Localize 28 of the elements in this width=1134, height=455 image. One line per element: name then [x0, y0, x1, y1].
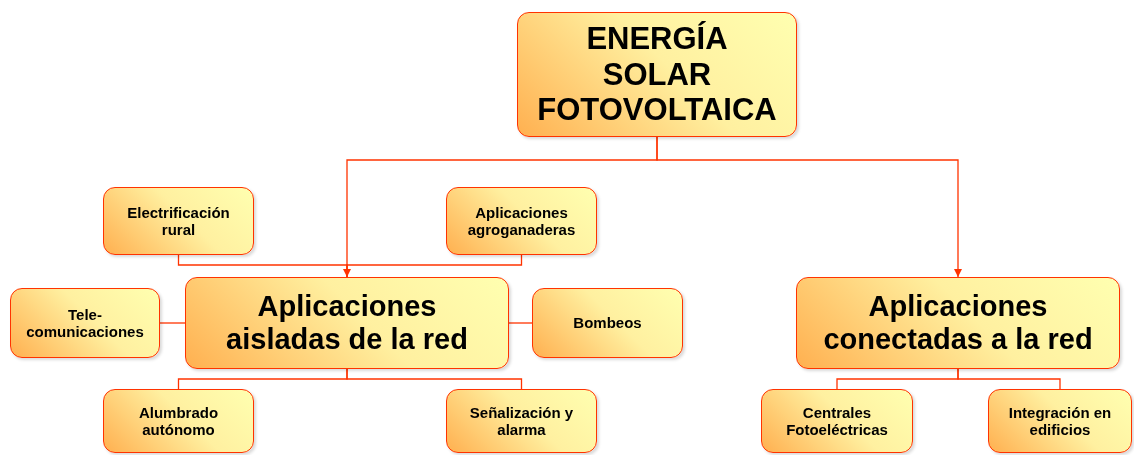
node-label: Centrales Fotoeléctricas	[785, 403, 889, 439]
node-label: Aplicaciones agroganaderas	[466, 203, 577, 239]
topic-box	[988, 389, 1132, 453]
connector	[957, 368, 1061, 390]
topic-box	[517, 12, 797, 137]
node-label: Electrificación rural	[126, 203, 231, 239]
node-label: Bombeos	[573, 314, 642, 332]
topic-box	[796, 277, 1120, 369]
topic-box	[103, 187, 254, 255]
topic-box	[10, 288, 160, 358]
node-label: Señalización y alarma	[468, 403, 575, 439]
connector	[159, 322, 186, 324]
node-label: ENERGÍA SOLAR FOTOVOLTAICA	[537, 21, 777, 128]
node-label: Aplicaciones conectadas a la red	[822, 289, 1094, 357]
node-label: Tele- comunicaciones	[25, 305, 145, 341]
connector	[656, 136, 962, 278]
topic-box	[185, 277, 509, 369]
topic-box	[761, 389, 913, 453]
topic-box	[446, 389, 597, 453]
connector	[508, 322, 533, 324]
node-label: Integración en edificios	[1007, 403, 1113, 439]
node-label: Aplicaciones aisladas de la red	[225, 289, 469, 357]
topic-box	[532, 288, 683, 358]
connector	[346, 254, 523, 278]
node-label: Alumbrado autónomo	[137, 403, 220, 439]
connector	[346, 368, 523, 390]
topic-box	[103, 389, 254, 453]
topic-box	[446, 187, 597, 255]
